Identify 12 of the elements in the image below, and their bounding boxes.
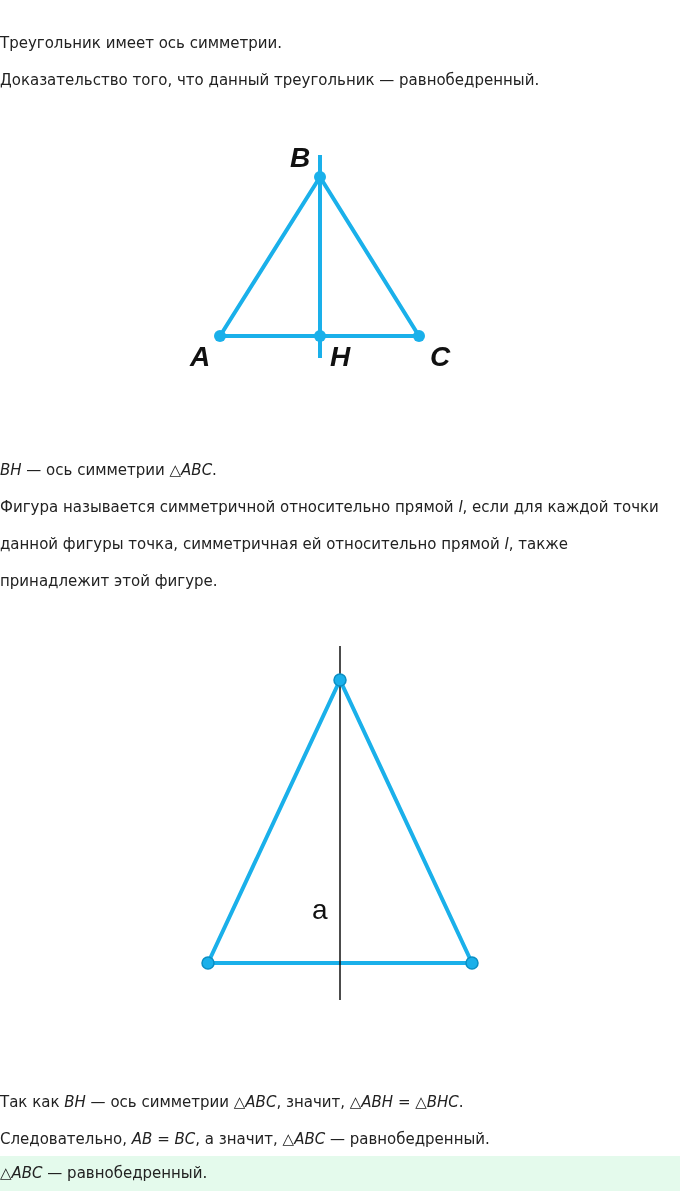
answer-text: △ABC — равнобедренный. — [0, 1156, 680, 1191]
point-label: C — [430, 342, 451, 372]
point-label: A — [190, 342, 211, 372]
statement-text: Треугольник имеет ось симметрии. — [0, 33, 283, 53]
point-label: B — [290, 143, 311, 173]
axis-label: a — [312, 895, 328, 925]
point-label: H — [330, 342, 351, 372]
statement-text: Доказательство того, что данный треугольник — равнобедренный. — [0, 70, 540, 90]
statement-text: BH — ось симметрии △ABC. — [0, 460, 217, 480]
statement-text: Так как BH — ось симметрии △ABC, значит, △ABH = △BHC. — [0, 1092, 464, 1112]
statement-text: Следовательно, AB = BC, а значит, △ABC — равнобедренный. — [0, 1129, 490, 1149]
definition-paragraph: Фигура называется симметричной относительно прямой l, если для каждой точки данной фигуры точка, симметричная ей относительно прямой l, также принадлежит этой фигуре. — [0, 497, 660, 592]
